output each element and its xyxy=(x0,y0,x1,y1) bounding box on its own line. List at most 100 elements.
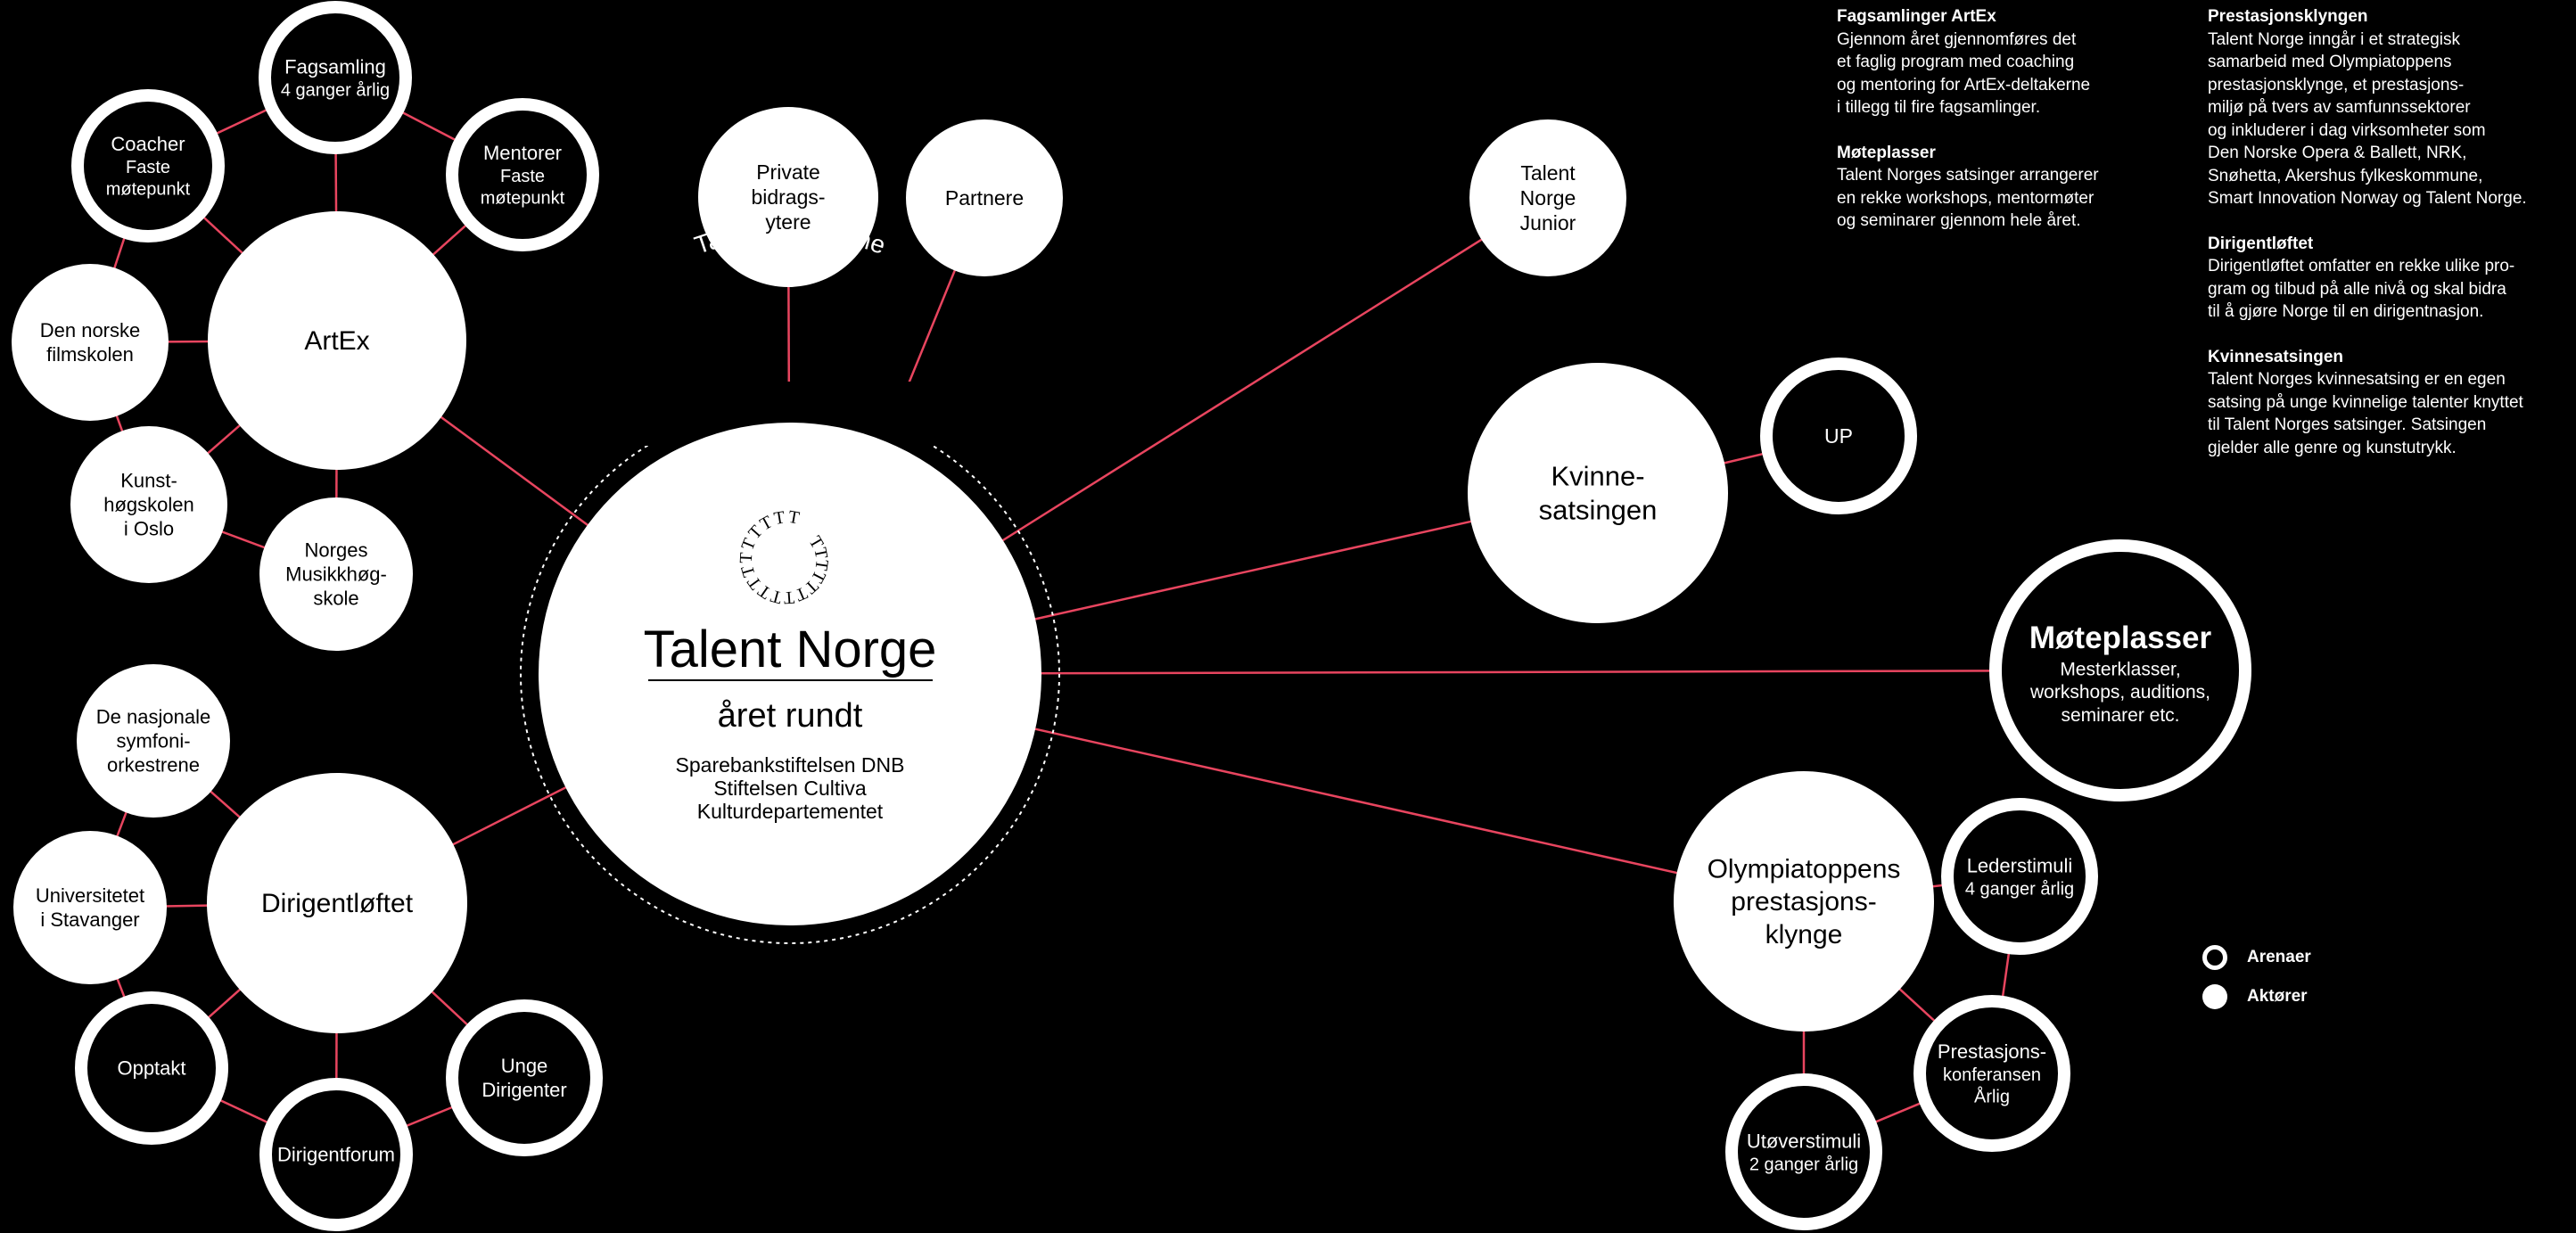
node-kvinne: Kvinne-satsingen xyxy=(1468,363,1728,623)
node-label: Årlig xyxy=(1974,1086,2010,1106)
arena-swatch-icon xyxy=(2202,945,2227,970)
description-column-1: Fagsamlinger ArtEx Gjennom året gjennomf… xyxy=(1837,5,2211,233)
node-label: Norges xyxy=(305,539,368,562)
node-label: prestasjons- xyxy=(1731,887,1876,917)
desc-title: Fagsamlinger ArtEx xyxy=(1837,7,1996,26)
node-circle xyxy=(1760,358,1917,514)
node-label: Lederstimuli xyxy=(1967,854,2073,876)
node-lederstimuli: Lederstimuli 4 ganger årlig xyxy=(1941,798,2098,955)
node-label: satsingen xyxy=(1539,494,1658,525)
node-label: Utøverstimuli xyxy=(1747,1130,1861,1152)
node-label: Den norske xyxy=(40,319,141,341)
node-label: Dirigenter xyxy=(481,1079,566,1101)
legend-aktorer: Aktører xyxy=(2202,984,2308,1009)
node-label: i Stavanger xyxy=(40,908,139,931)
desc-title: Kvinnesatsingen xyxy=(2208,347,2344,366)
logo-letter: T xyxy=(810,546,831,560)
logo-letter: T xyxy=(737,552,757,563)
node-label: 2 ganger årlig xyxy=(1749,1155,1858,1174)
description-column-2: Prestasjonsklyngen Talent Norge inngår i… xyxy=(2208,5,2573,459)
node-label: bidrags- xyxy=(751,185,825,209)
node-label: i Oslo xyxy=(124,517,174,539)
desc-moteplasser: Møteplasser Talent Norges satsinger arra… xyxy=(1837,142,2211,233)
logo-letter: T xyxy=(783,587,795,607)
node-label: Mesterklasser, xyxy=(2060,660,2180,680)
node-circle xyxy=(446,999,603,1156)
node-circle xyxy=(446,98,599,251)
desc-prestasjonsklyngen: Prestasjonsklyngen Talent Norge inngår i… xyxy=(2208,5,2573,210)
funder-1: Sparebankstiftelsen DNB xyxy=(676,753,905,777)
legend-arenaer: Arenaer xyxy=(2202,945,2311,970)
node-label: Mentorer xyxy=(483,142,562,164)
logo-letter: T xyxy=(737,563,760,580)
node-circle xyxy=(1913,995,2070,1152)
node-circle xyxy=(1468,363,1728,623)
node-label: Olympiatoppens xyxy=(1708,855,1901,884)
node-dirigentforum: Dirigentforum xyxy=(259,1078,413,1231)
node-up: UP xyxy=(1760,358,1917,514)
logo-letter: T xyxy=(772,507,786,529)
node-circle xyxy=(207,773,467,1033)
desc-body: Gjennom året gjennomføres det et faglig … xyxy=(1837,29,2091,118)
desc-body: Talent Norge inngår i et strategisk sama… xyxy=(2208,29,2527,209)
node-label: Møteplasser xyxy=(2029,621,2212,655)
node-circle xyxy=(259,1078,413,1231)
node-circle xyxy=(71,89,225,242)
node-circle xyxy=(906,119,1063,276)
logo-letter: T xyxy=(811,558,832,571)
node-label: Faste xyxy=(500,167,545,186)
center-title: Talent Norge xyxy=(644,621,937,678)
node-circle xyxy=(77,664,230,818)
node-circle xyxy=(1725,1073,1882,1230)
node-label: Kunst- xyxy=(120,470,177,492)
logo-letter: T xyxy=(786,507,801,529)
node-label: Private xyxy=(756,160,820,184)
node-circle xyxy=(12,264,169,421)
node-circle xyxy=(75,991,228,1145)
desc-title: Prestasjonsklyngen xyxy=(2208,7,2368,26)
aktor-swatch-icon xyxy=(2202,984,2227,1009)
funder-2: Stiftelsen Cultiva xyxy=(713,777,867,800)
node-label: Opptakt xyxy=(117,1057,185,1080)
node-label: seminarer etc. xyxy=(2061,705,2179,726)
node-partnere: Partnere xyxy=(906,119,1063,276)
node-label: workshops, auditions, xyxy=(2029,682,2210,703)
node-label: Dirigentløftet xyxy=(261,889,414,918)
node-circle xyxy=(1941,798,2098,955)
node-label: 4 ganger årlig xyxy=(1965,879,2074,899)
node-label: Junior xyxy=(1520,211,1576,234)
desc-body: Talent Norges satsinger arrangerer en re… xyxy=(1837,166,2099,230)
node-label: Partnere xyxy=(945,186,1024,210)
node-label: konferansen xyxy=(1943,1065,2041,1085)
node-label: Dirigentforum xyxy=(277,1144,395,1166)
desc-title: Dirigentløftet xyxy=(2208,234,2314,253)
node-label: filmskolen xyxy=(46,343,134,366)
node-label: skole xyxy=(313,587,358,609)
node-circle xyxy=(1469,119,1626,276)
desc-title: Møteplasser xyxy=(1837,143,1936,162)
node-label: møtepunkt xyxy=(481,188,565,208)
desc-kvinnesatsingen: Kvinnesatsingen Talent Norges kvinnesats… xyxy=(2208,346,2573,460)
node-circle xyxy=(70,426,227,583)
node-circle xyxy=(1989,539,2251,801)
node-opptakt: Opptakt xyxy=(75,991,228,1145)
node-label: orkestrene xyxy=(107,753,200,776)
node-circle xyxy=(259,497,413,651)
center-circle xyxy=(539,423,1041,925)
node-label: Norge xyxy=(1520,186,1576,210)
node-label: De nasjonale xyxy=(96,706,210,728)
node-label: høgskolen xyxy=(103,494,194,516)
